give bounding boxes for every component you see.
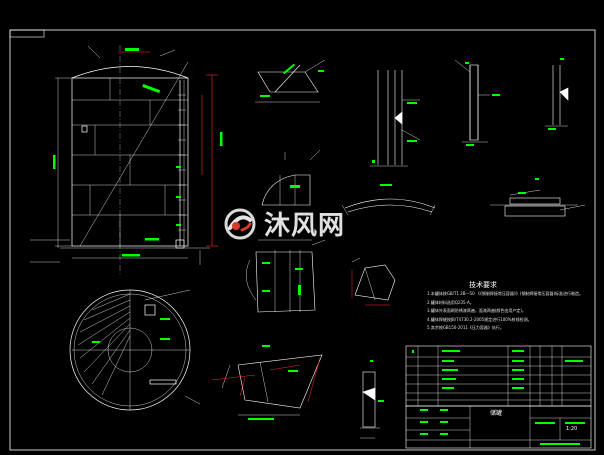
elevation-annotation-text: [53, 48, 223, 257]
technical-notes: 技术要求 1.本罐体按GB/T1 2B—50 《《钢制焊接常压容器》》(钢制焊接…: [427, 281, 583, 333]
detail-nozzle-top: [255, 59, 326, 103]
detail-plate-joint-1-text: [372, 102, 417, 163]
drawing-frame: [9, 29, 596, 451]
detail-plate-joint-2: [454, 59, 490, 143]
watermark: 沐风网: [222, 205, 345, 242]
plan-annotation-text: [92, 318, 170, 343]
note-line-2: 2.罐体材料选用Q235-A。: [427, 299, 474, 305]
detail-manhole-cover: [351, 257, 396, 301]
note-line-3: 3.罐体外表面刷防锈漆两遍，面漆两遍(颜色由用户定)。: [427, 308, 526, 313]
detail-bracket-text: [290, 185, 300, 188]
tank-plan-view: [69, 289, 201, 411]
tank-elevation-view: [30, 45, 210, 275]
parts-list-table: [405, 345, 592, 449]
detail-plate-joint-3-text: [548, 58, 564, 130]
detail-cone: [221, 354, 323, 416]
note-line-1: 1.本罐体按GB/T1 2B—50 《《钢制焊接常压容器》》(钢制焊接常压容器)…: [427, 291, 584, 296]
elevation-dimension-lines: [118, 51, 218, 247]
detail-weld-plate: [490, 189, 586, 217]
detail-plate-joint-1: [370, 70, 421, 167]
title-block-name: 储罐: [490, 410, 503, 417]
detail-cone-dims: [211, 357, 321, 403]
detail-nozzle-top-fill: [260, 63, 324, 97]
technical-notes-title: 技术要求: [469, 281, 497, 289]
detail-flange: [360, 371, 380, 439]
parts-list-marks: [412, 350, 585, 445]
detail-bracket: [261, 149, 321, 206]
detail-roof-plate: [341, 198, 436, 216]
detail-stair-step: [245, 239, 326, 313]
detail-weld-plate-text: [518, 178, 539, 194]
detail-plate-joint-2-text: [465, 62, 500, 146]
detail-stair-step-text: [262, 262, 303, 295]
watermark-text: 沐风网: [264, 211, 346, 241]
note-line-5: 5.其余按GB150-2011《压力容器》执行。: [427, 325, 504, 330]
frame-corner-tab: [9, 29, 45, 38]
note-line-4: 4.罐体焊缝按JB/T4730.2-2005规定进行100%射线检测。: [427, 316, 532, 322]
detail-roof-plate-text: [380, 184, 392, 186]
detail-manhole-dims: [351, 270, 390, 306]
detail-flange-text: [370, 360, 384, 402]
mufeng-logo-icon: [224, 208, 256, 239]
detail-cone-text: [248, 345, 298, 420]
detail-plate-joint-3: [545, 65, 569, 127]
title-block-scale: 1:20: [566, 426, 578, 432]
